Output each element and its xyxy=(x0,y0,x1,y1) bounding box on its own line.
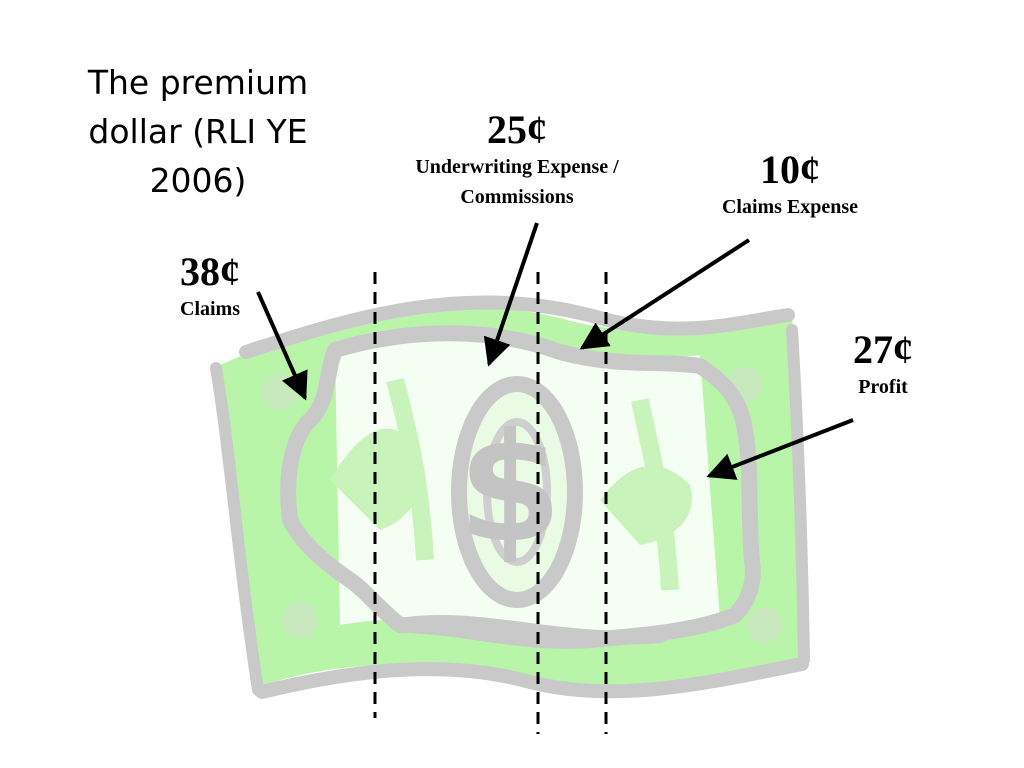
name-underwriting-line-2: Commissions xyxy=(460,186,574,208)
dollar-sign-icon: $ xyxy=(458,402,562,576)
title-line-1: The premium xyxy=(87,63,309,102)
name-claims-expense: Claims Expense xyxy=(721,196,859,218)
arrow-claims xyxy=(256,291,308,401)
title-line-3: 2006) xyxy=(149,161,247,200)
name-claims: Claims xyxy=(180,298,240,320)
amount-claims: 38¢ xyxy=(180,249,240,294)
amount-underwriting: 25¢ xyxy=(487,107,547,152)
arrow-claims-expense xyxy=(579,238,751,350)
arrow-profit xyxy=(706,418,854,480)
segment-dividers xyxy=(373,272,608,734)
title-line-2: dollar (RLI YE xyxy=(88,112,308,151)
arrow-underwriting xyxy=(483,222,539,367)
label-underwriting: 25¢ Underwriting Expense / Commissions xyxy=(376,108,658,212)
label-claims-expense: 10¢ Claims Expense xyxy=(690,148,890,222)
label-profit: 27¢ Profit xyxy=(823,328,943,402)
svg-text:$: $ xyxy=(458,402,562,576)
amount-profit: 27¢ xyxy=(853,327,913,372)
name-profit: Profit xyxy=(858,376,908,398)
amount-claims-expense: 10¢ xyxy=(760,147,820,192)
slide-title: The premium dollar (RLI YE 2006) xyxy=(56,58,340,205)
dollar-bill-icon: $ xyxy=(210,295,810,699)
label-claims: 38¢ Claims xyxy=(150,250,270,324)
name-underwriting-line-1: Underwriting Expense / xyxy=(415,156,619,178)
